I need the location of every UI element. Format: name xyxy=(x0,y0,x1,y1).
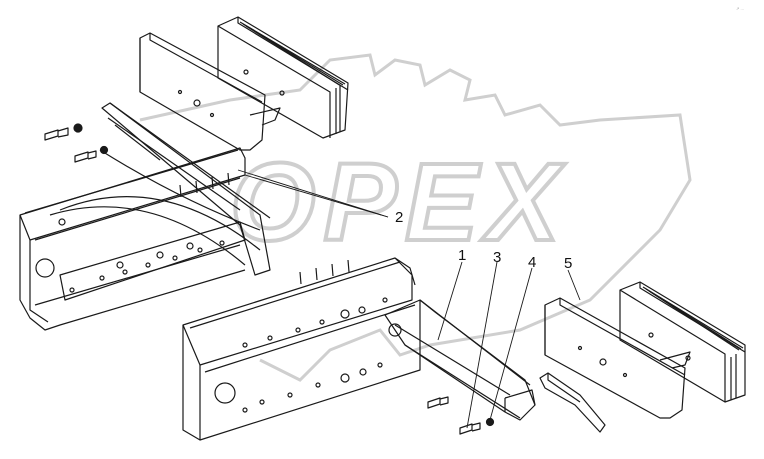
callout-label-1: 1 xyxy=(458,247,466,264)
callout-leaders xyxy=(237,169,581,429)
bolt-set-upper xyxy=(44,123,109,163)
right-bracket xyxy=(544,297,691,419)
callout-label-5: 5 xyxy=(564,255,572,272)
upper-bracket xyxy=(139,32,281,151)
leader-3 xyxy=(466,261,498,429)
corner-mark: ↗ ... xyxy=(736,6,744,11)
cross-member-back xyxy=(49,102,271,276)
callout-label-4: 4 xyxy=(528,254,536,271)
watermark-text: OPEX xyxy=(230,141,568,264)
angle-bracket xyxy=(539,372,606,433)
leader-2 xyxy=(237,169,389,218)
bolt-set-lower xyxy=(427,396,495,435)
callout-label-2: 2 xyxy=(395,209,403,226)
upper-bumper-pad xyxy=(217,16,349,139)
callout-labels: 1 2 3 4 5 xyxy=(395,209,572,272)
callout-label-3: 3 xyxy=(493,249,501,266)
leader-5 xyxy=(567,269,581,301)
tow-arm-assembly xyxy=(384,299,536,421)
main-frame-front-rail xyxy=(182,257,421,441)
right-bumper-pad xyxy=(619,281,746,403)
leader-1 xyxy=(437,261,463,341)
watermark xyxy=(139,53,692,382)
leader-4 xyxy=(489,267,533,421)
watermark-gear-outline xyxy=(139,53,692,382)
leader-2b xyxy=(244,174,389,218)
